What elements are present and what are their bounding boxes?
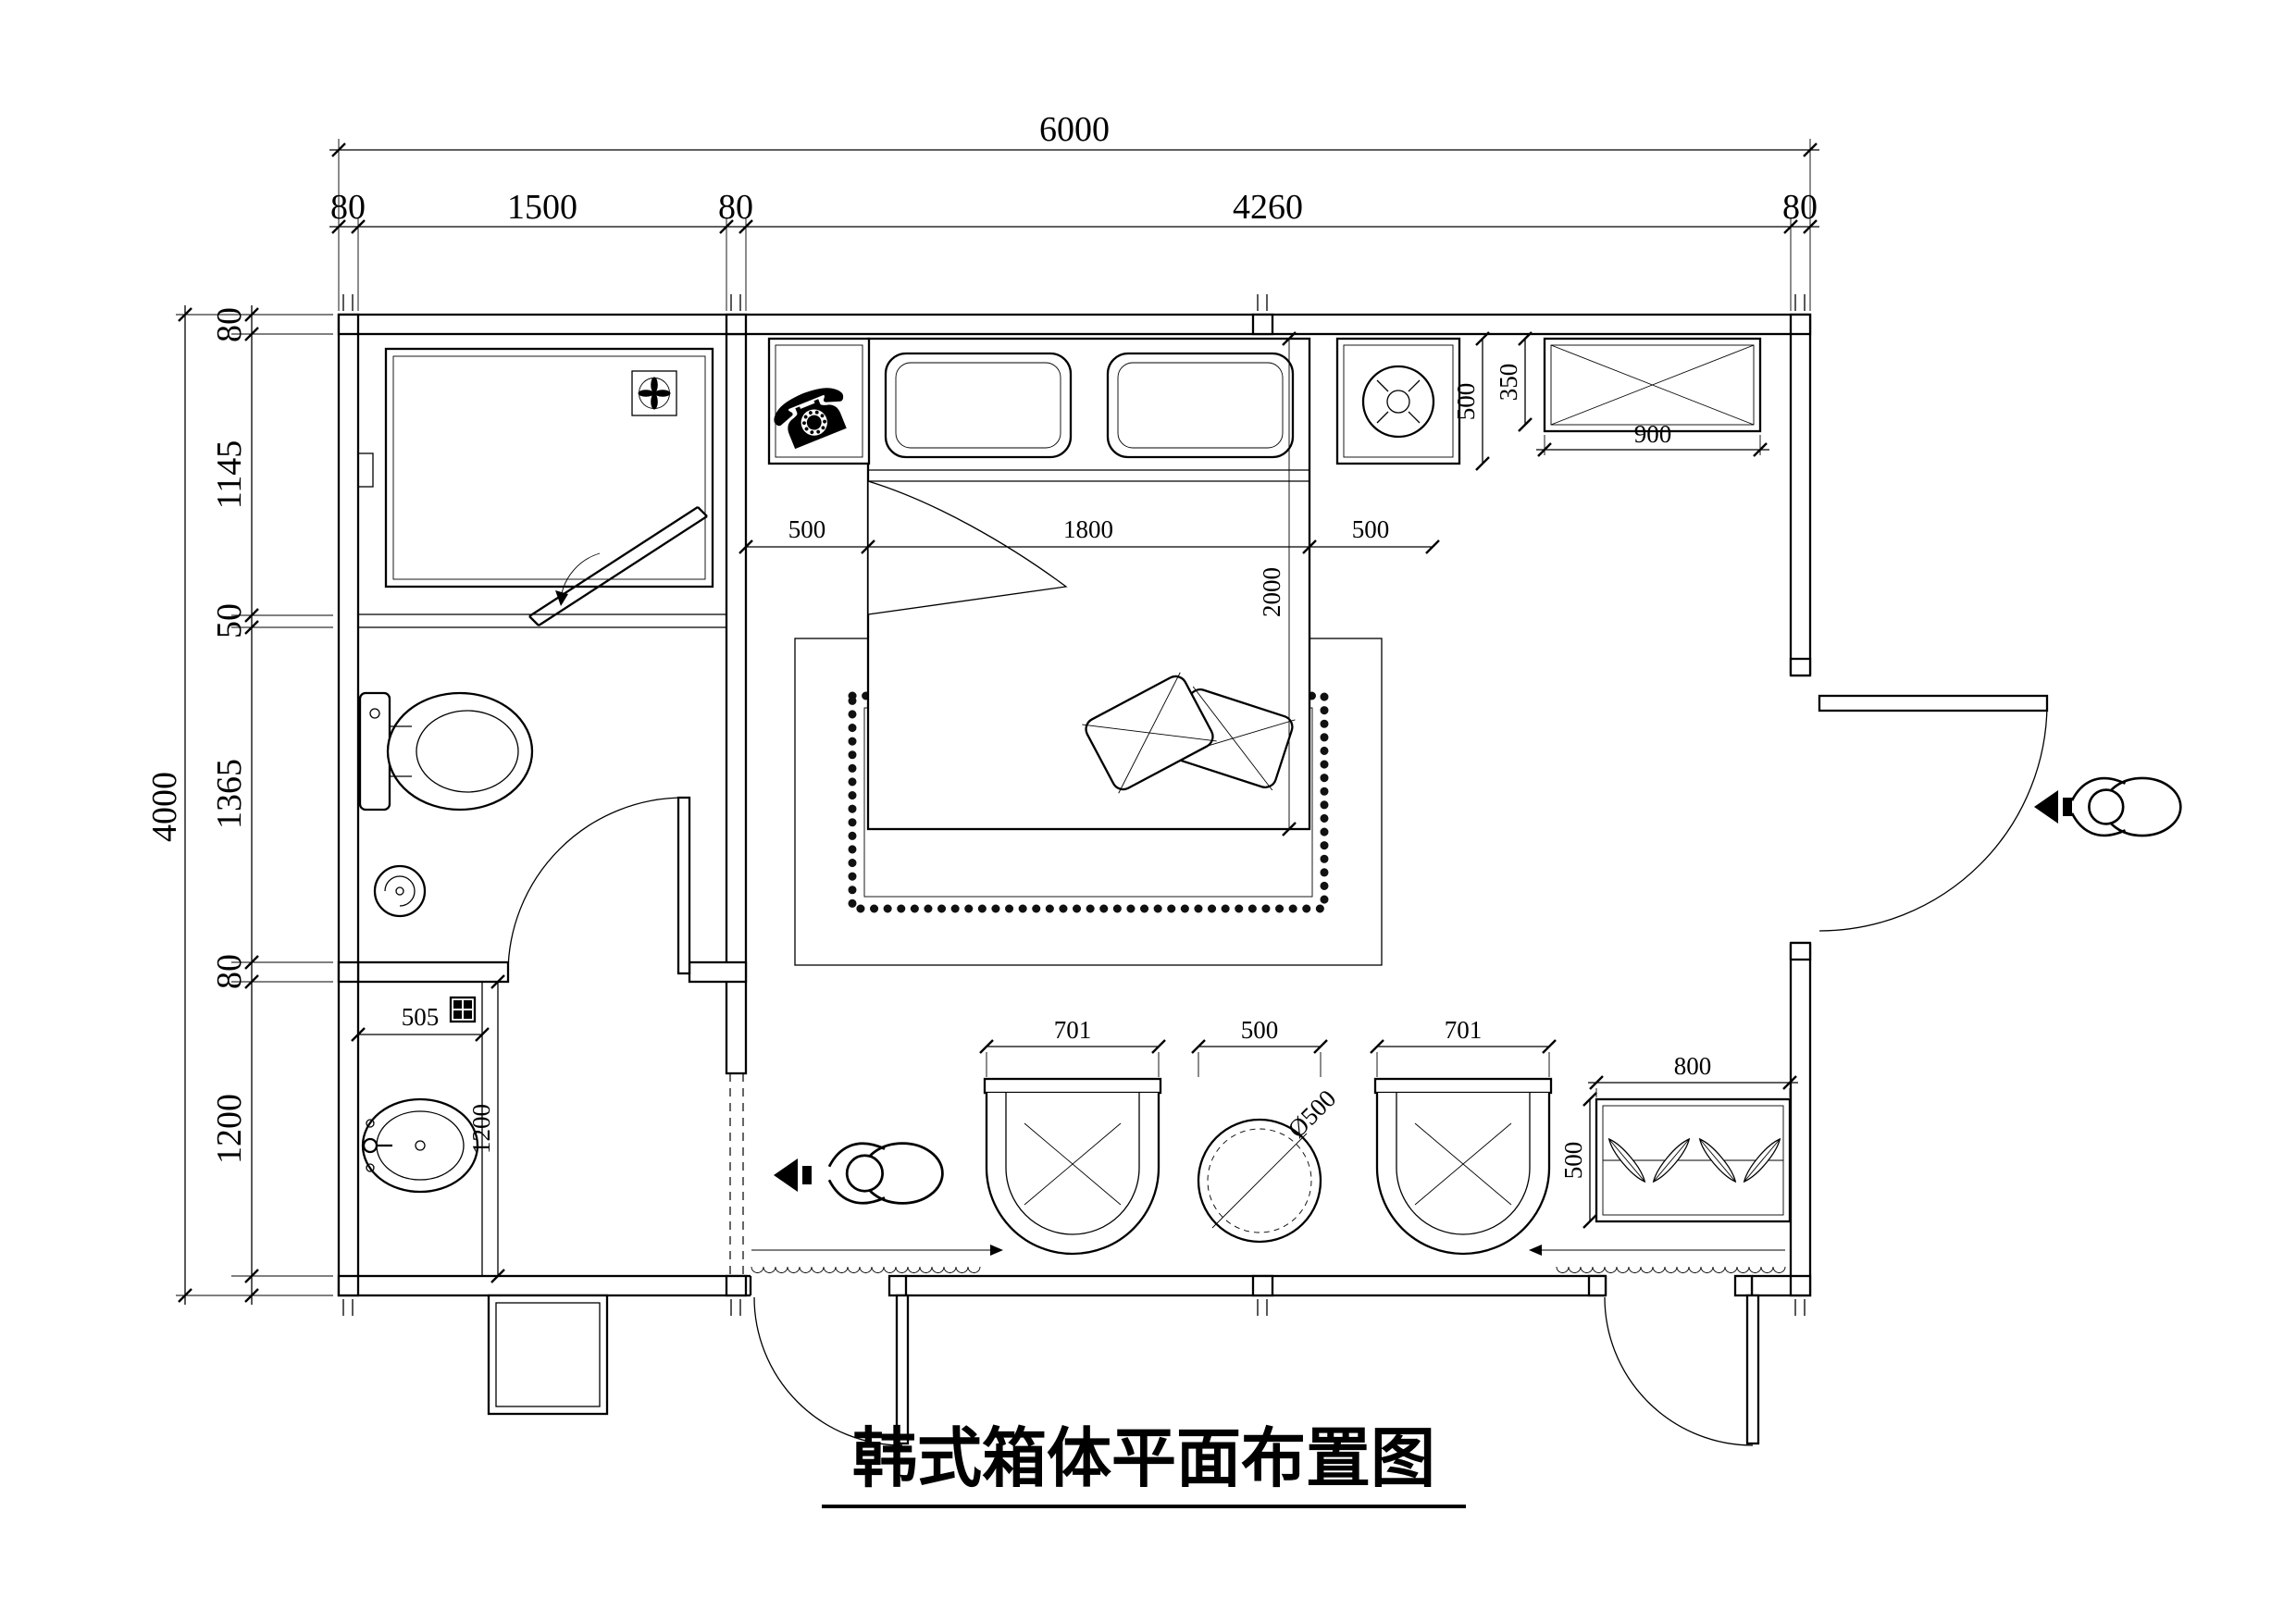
dim-bed-width: 1800 [1063, 515, 1113, 543]
dim-top-total: 6000 [1039, 110, 1110, 149]
dim-nightstand-width: 350 [1495, 364, 1522, 402]
dim-seating-gap: 500 [1241, 1016, 1279, 1044]
dimension-seating: 701 500 701 [979, 1016, 1557, 1077]
faucet [362, 1119, 392, 1172]
dim-top-seg-4260: 4260 [1233, 188, 1303, 227]
folding-door-coil-right [1529, 1245, 1786, 1273]
dimension-chain-top: 6000 80 1500 80 4260 80 [329, 110, 1819, 311]
title-block: 韩式箱体平面布置图 [822, 1423, 1466, 1508]
dim-chair-right: 701 [1445, 1016, 1483, 1044]
shower-door [528, 506, 708, 626]
pillow-left [884, 352, 1073, 459]
bottom-door-left [753, 1294, 910, 1446]
round-table: Ø500 [1197, 1084, 1341, 1244]
plant [1698, 1137, 1737, 1183]
door-leaf [895, 1294, 910, 1445]
quilt-fold [867, 480, 1068, 615]
shower-valve [357, 452, 374, 488]
dim-cabinet-width: 900 [1634, 420, 1672, 448]
partition-wall-vanity-left [356, 960, 510, 984]
tv-cabinet [1543, 337, 1762, 433]
person-entering-right [2070, 776, 2182, 837]
door-swing-arc [753, 1296, 903, 1446]
dim-left-seg-1365: 1365 [210, 759, 249, 829]
partition-wall-vanity-right [688, 960, 748, 984]
dimension-bed: 500 1800 500 2000 [738, 331, 1440, 836]
structural-columns [337, 294, 1812, 1316]
dimension-nightstand: 500 350 [1452, 331, 1533, 471]
dimension-chain-left: 4000 80 1145 50 1365 80 1200 [145, 305, 333, 1305]
rug-scallop-border [848, 691, 1329, 913]
bedroom: ☎ 500 1800 500 2000 500 [738, 331, 2182, 1446]
dim-left-seg-1145: 1145 [210, 440, 249, 510]
dim-left-seg-80a: 80 [210, 307, 249, 342]
dimension-cabinet: 900 [1536, 420, 1769, 457]
door-swing-arc [1604, 1296, 1754, 1446]
door-swing-arc [1818, 702, 2048, 932]
door-jamb [1789, 657, 1812, 677]
cushion-left [1082, 672, 1217, 794]
planter-box [1595, 1097, 1792, 1223]
dim-nightstand-depth: 500 [1452, 383, 1480, 421]
dim-vanity-width: 505 [402, 1003, 440, 1031]
dim-left-seg-1200: 1200 [210, 1094, 249, 1164]
dim-left-seg-50: 50 [210, 603, 249, 638]
dim-bed-length: 2000 [1258, 567, 1285, 617]
dim-planter-depth: 500 [1559, 1142, 1587, 1180]
drawing-title: 韩式箱体平面布置图 [852, 1423, 1435, 1495]
shower-enclosure [384, 347, 714, 588]
dim-top-seg-80c: 80 [1782, 188, 1818, 227]
nightstand-telephone: ☎ [760, 337, 871, 468]
plant [1652, 1137, 1691, 1183]
floor-drain-round [373, 864, 427, 918]
door-jamb [1789, 941, 1812, 961]
exhaust-fan-icon [631, 370, 677, 416]
dim-top-seg-80a: 80 [330, 188, 366, 227]
plant [1743, 1137, 1781, 1183]
armchair-left [983, 1077, 1162, 1256]
dim-left-seg-80b: 80 [210, 954, 249, 989]
entry-door-right [1818, 694, 2049, 932]
pillow-right [1106, 352, 1295, 459]
plant [1607, 1137, 1646, 1183]
dim-top-seg-1500: 1500 [507, 188, 577, 227]
armchair-right [1373, 1077, 1553, 1256]
door-jamb [1587, 1274, 1607, 1297]
dim-left-total: 4000 [145, 772, 184, 842]
dim-bed-gap-right: 500 [1352, 515, 1390, 543]
dim-planter-width: 800 [1674, 1052, 1712, 1080]
dim-chair-left: 701 [1054, 1016, 1092, 1044]
dim-bed-gap-left: 500 [788, 515, 826, 543]
floor-drain-square [449, 996, 477, 1023]
door-jamb [1733, 1274, 1754, 1297]
column-ticks [342, 294, 1806, 1316]
door-jamb [887, 1274, 908, 1297]
folding-door-coil-left [751, 1245, 1003, 1273]
nightstand-speaker [1335, 337, 1461, 465]
door-leaf [1745, 1294, 1760, 1445]
dim-vanity-length: 1200 [467, 1104, 495, 1154]
dim-top-seg-80b: 80 [718, 188, 753, 227]
bathroom: 505 1200 [351, 347, 726, 1416]
vanity [361, 982, 483, 1276]
entry-step [487, 1294, 609, 1416]
bathroom-door [507, 796, 691, 975]
toilet [358, 691, 534, 812]
door-leaf [1818, 694, 2049, 712]
bottom-door-right [1604, 1294, 1760, 1446]
dimension-planter: 800 500 [1559, 1052, 1798, 1229]
entry-direction-arrow [2034, 790, 2072, 824]
